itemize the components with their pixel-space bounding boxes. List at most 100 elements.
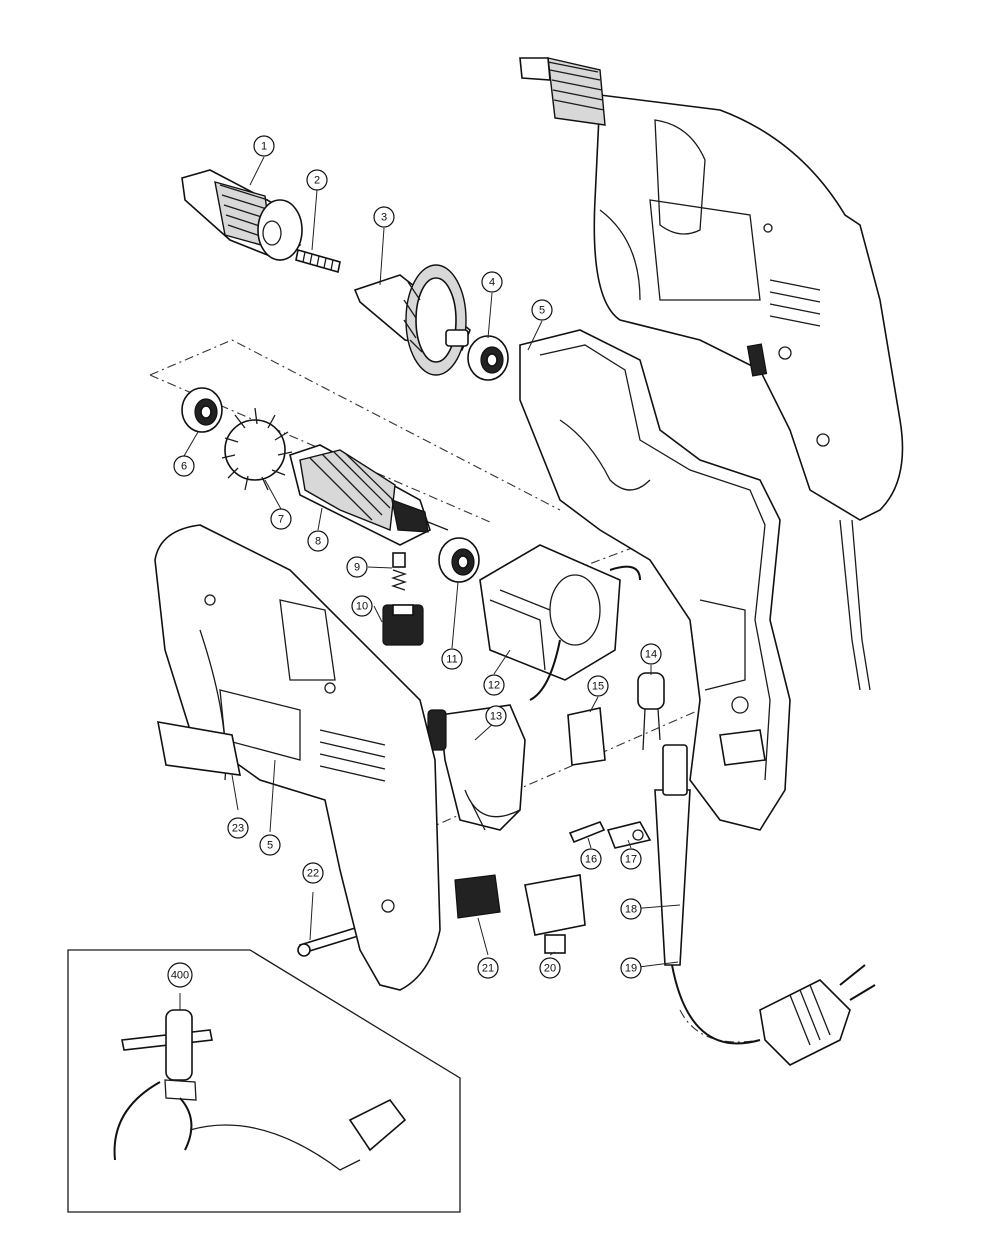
callout-number: 19 xyxy=(625,963,637,975)
housing-half-right xyxy=(519,329,791,831)
callout-number: 13 xyxy=(490,711,502,723)
callout-circle xyxy=(587,675,609,697)
callout-1: 1 xyxy=(253,135,275,157)
callout-18: 18 xyxy=(620,898,642,920)
switch-pad xyxy=(454,874,501,919)
callout-circle xyxy=(481,271,503,293)
carbon-brush xyxy=(390,552,408,591)
block-insulator xyxy=(567,707,606,766)
callout-number: 18 xyxy=(625,904,637,916)
callout-6: 6 xyxy=(173,455,195,477)
callout-circle xyxy=(253,135,275,157)
callout-number: 7 xyxy=(278,514,284,526)
callout-circle xyxy=(351,595,373,617)
callout-16: 16 xyxy=(580,848,602,870)
callout-circle xyxy=(477,957,499,979)
callout-circle xyxy=(485,705,507,727)
callout-number: 21 xyxy=(482,963,494,975)
callout-circle xyxy=(167,962,193,988)
callout-14: 14 xyxy=(640,643,662,665)
chuck-key-inset xyxy=(67,949,461,1213)
callout-circle xyxy=(306,169,328,191)
cord-guard xyxy=(654,744,691,966)
cord-clamp xyxy=(606,821,652,849)
callout-5-left: 5 xyxy=(259,834,281,856)
callout-number: 23 xyxy=(232,823,244,835)
callout-circle xyxy=(173,455,195,477)
callout-circle xyxy=(620,898,642,920)
callout-number: 16 xyxy=(585,854,597,866)
callout-9: 9 xyxy=(346,556,368,578)
callout-circle xyxy=(346,556,368,578)
callout-3: 3 xyxy=(373,206,395,228)
callout-number: 22 xyxy=(307,868,319,880)
callout-5: 5 xyxy=(531,299,553,321)
callout-number: 8 xyxy=(315,536,321,548)
name-plate xyxy=(157,721,242,776)
callout-number: 6 xyxy=(181,461,187,473)
callout-11: 11 xyxy=(441,648,463,670)
callout-17: 17 xyxy=(620,848,642,870)
callout-number: 400 xyxy=(171,970,189,982)
callout-circle xyxy=(620,848,642,870)
callout-number: 1 xyxy=(261,141,267,153)
callout-8: 8 xyxy=(307,530,329,552)
callout-12: 12 xyxy=(483,674,505,696)
callout-22: 22 xyxy=(302,862,324,884)
callout-circle xyxy=(441,648,463,670)
capacitor xyxy=(637,672,665,751)
callout-number: 5 xyxy=(539,305,545,317)
callout-number: 3 xyxy=(381,212,387,224)
callout-number: 10 xyxy=(356,601,368,613)
callout-number: 15 xyxy=(592,681,604,693)
callout-400: 400 xyxy=(167,962,193,988)
assembled-drill-illustration xyxy=(519,57,904,691)
fan xyxy=(221,407,293,491)
callout-number: 12 xyxy=(488,680,500,692)
callout-21: 21 xyxy=(477,957,499,979)
callout-7: 7 xyxy=(270,508,292,530)
screw-cord-clamp xyxy=(568,821,606,844)
callout-number: 9 xyxy=(354,562,360,574)
callout-number: 4 xyxy=(489,277,495,289)
callout-leaders xyxy=(179,156,681,1010)
reversing-switch xyxy=(524,874,586,954)
switch-assembly xyxy=(427,704,526,831)
callout-circle xyxy=(531,299,553,321)
callout-2: 2 xyxy=(306,169,328,191)
callout-circle xyxy=(539,957,561,979)
callout-4: 4 xyxy=(481,271,503,293)
callout-23: 23 xyxy=(227,817,249,839)
callout-number: 2 xyxy=(314,175,320,187)
callout-20: 20 xyxy=(539,957,561,979)
callout-circle xyxy=(270,508,292,530)
bearing-front xyxy=(467,335,509,381)
callout-10: 10 xyxy=(351,595,373,617)
callout-15: 15 xyxy=(587,675,609,697)
callout-number: 14 xyxy=(645,649,657,661)
chuck xyxy=(181,169,303,261)
callout-circle xyxy=(373,206,395,228)
callout-number: 11 xyxy=(446,654,457,666)
callout-number: 5 xyxy=(267,840,273,852)
brush-holder xyxy=(382,604,424,646)
bearing-rear xyxy=(181,387,223,433)
field-coil xyxy=(479,544,641,701)
callout-number: 20 xyxy=(544,963,556,975)
callout-circle xyxy=(620,957,642,979)
bearing-armature xyxy=(438,537,480,583)
callout-13: 13 xyxy=(485,705,507,727)
callout-circle xyxy=(227,817,249,839)
callout-circle xyxy=(580,848,602,870)
spindle-gear xyxy=(353,264,471,376)
callout-19: 19 xyxy=(620,957,642,979)
armature xyxy=(289,444,449,546)
callout-circle xyxy=(259,834,281,856)
callout-circle xyxy=(302,862,324,884)
callout-number: 17 xyxy=(625,854,637,866)
screw xyxy=(295,248,341,274)
callout-circle xyxy=(640,643,662,665)
power-cord xyxy=(671,964,876,1066)
